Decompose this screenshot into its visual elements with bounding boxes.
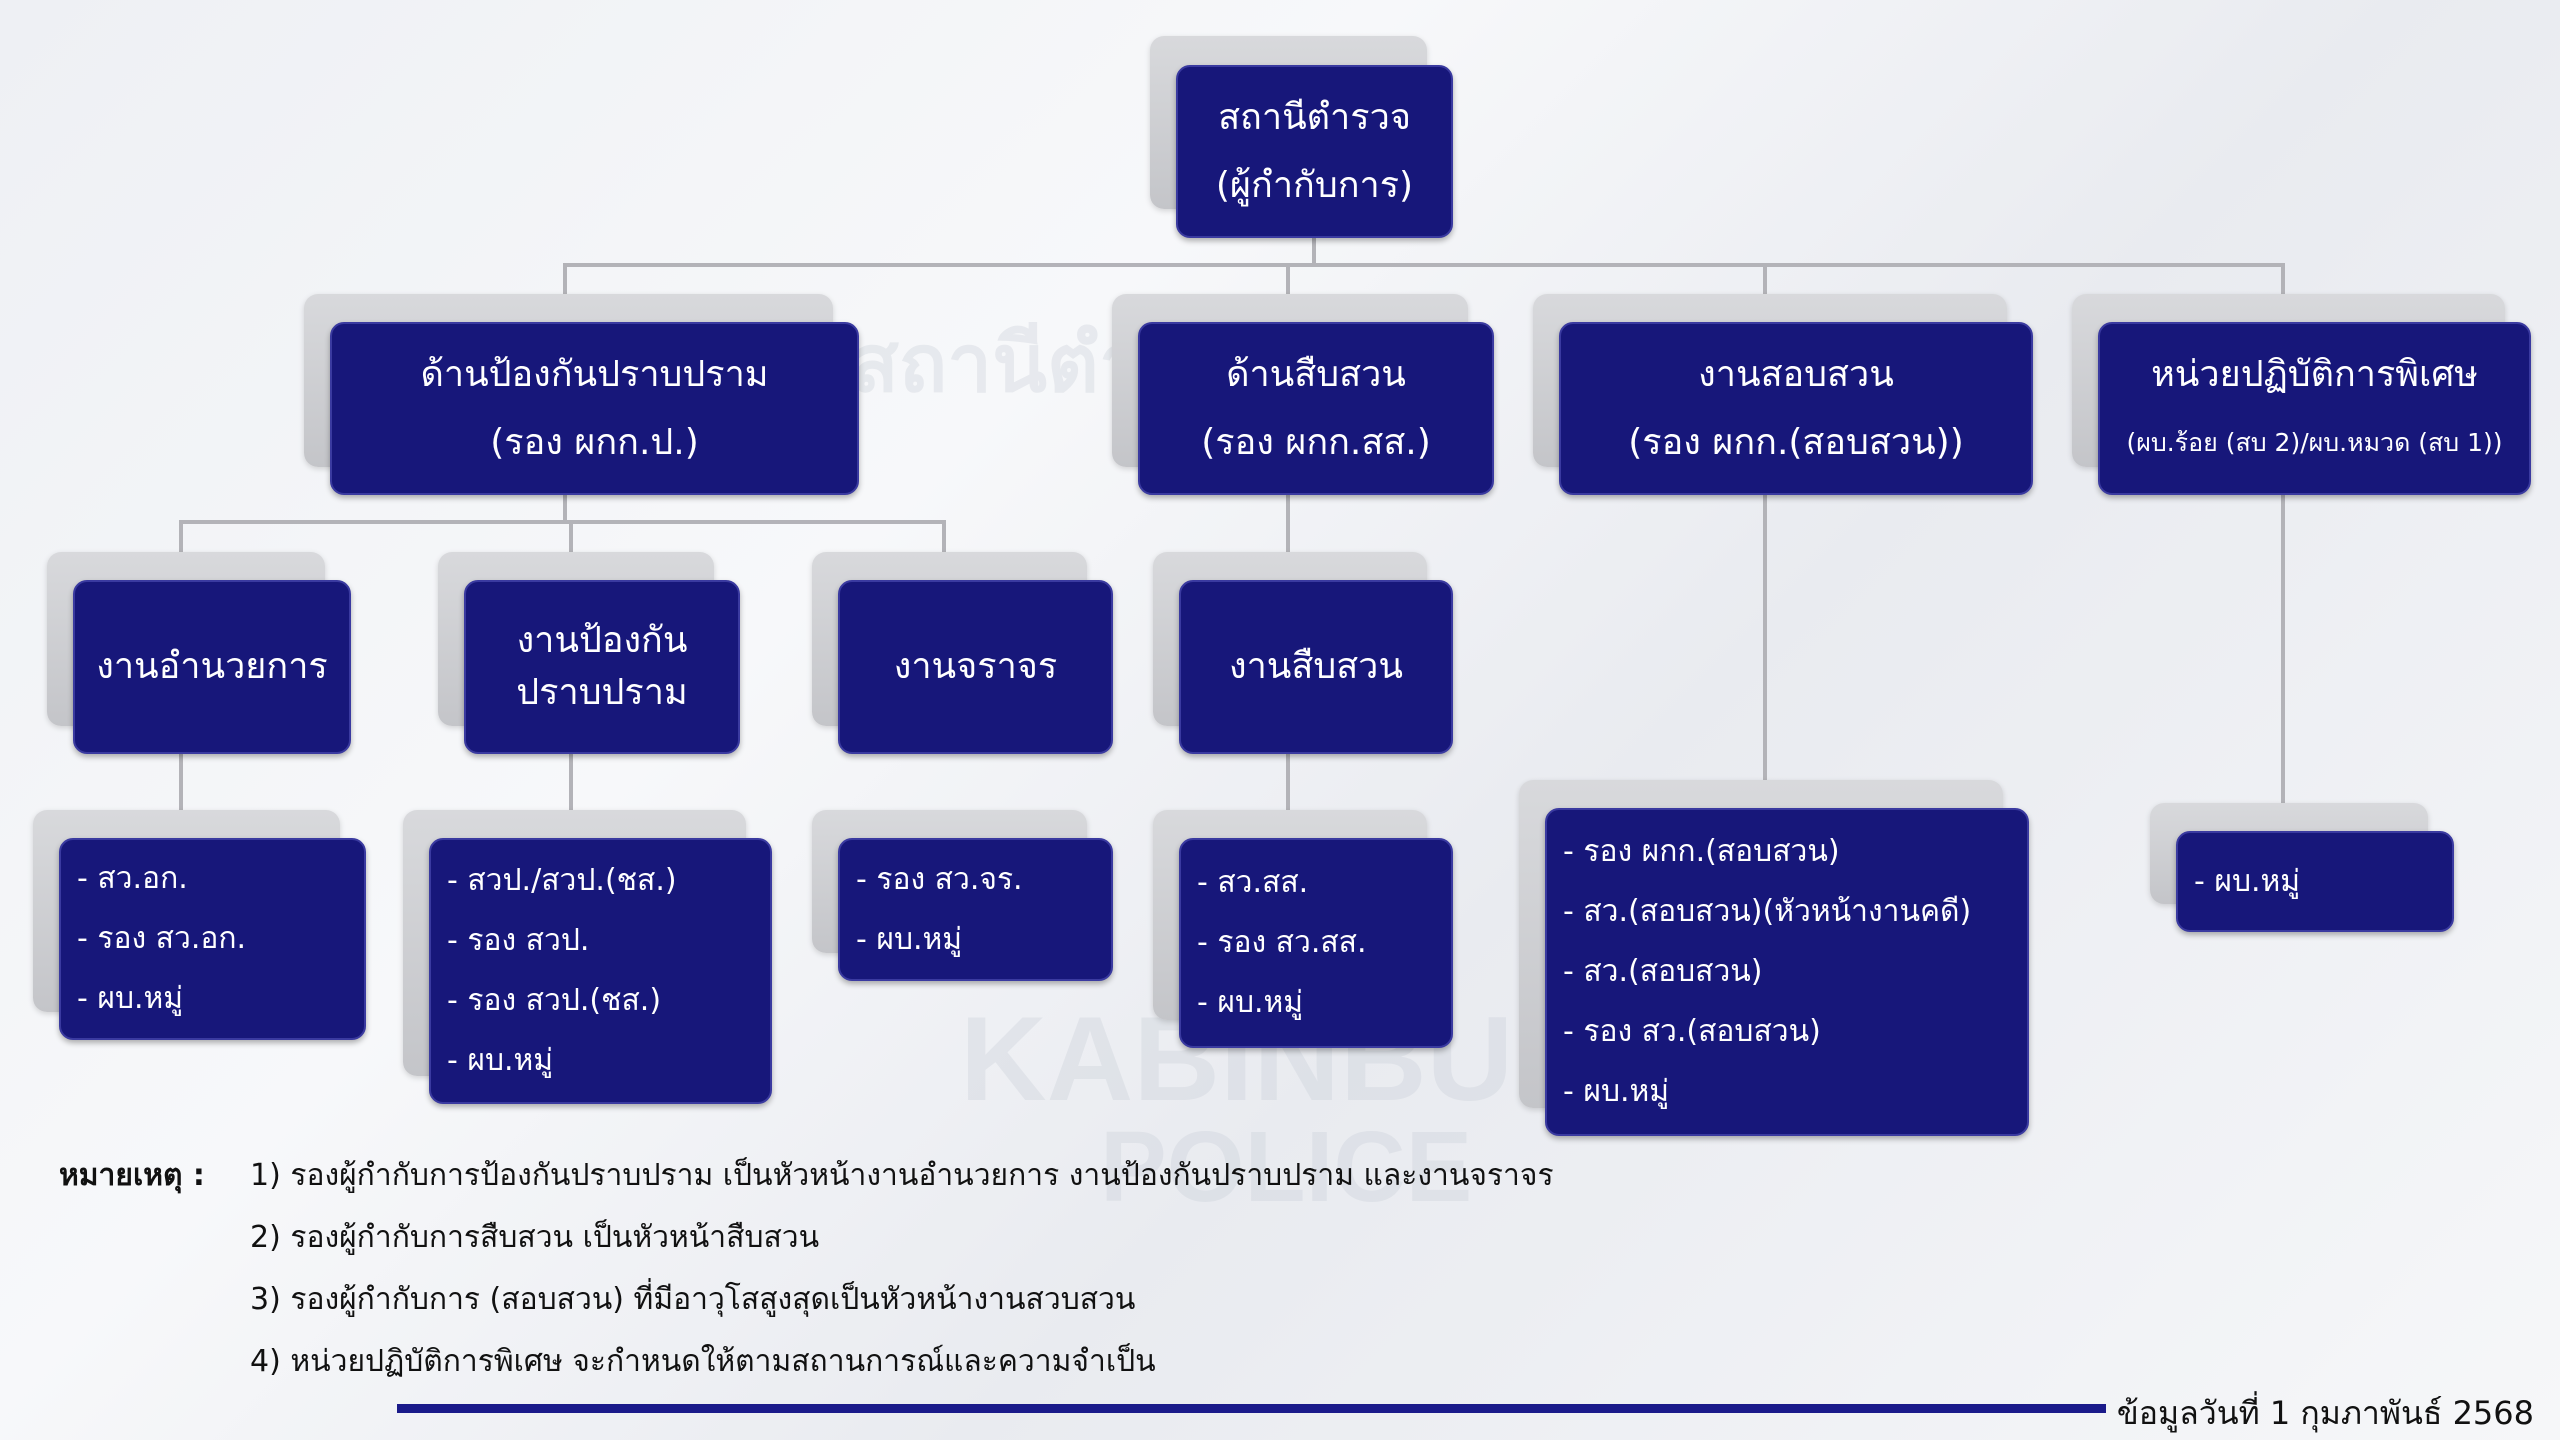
notes-label: หมายเหตุ : bbox=[59, 1158, 205, 1193]
node-subtitle: (รอง ผกก.ป.) bbox=[490, 421, 699, 463]
list-item: - สว.(สอบสวน) bbox=[1563, 954, 1763, 989]
node-title: สถานีตำรวจ bbox=[1218, 96, 1411, 138]
list-item: - ผบ.หมู่ bbox=[1197, 985, 1304, 1020]
list-item: - รอง สว.อก. bbox=[77, 921, 247, 956]
node-crime-prevention: งานป้องกันปราบปราม bbox=[464, 580, 740, 754]
node-subtitle: (รอง ผกก.(สอบสวน)) bbox=[1628, 421, 1964, 463]
node-subtitle: (ผู้กำกับการ) bbox=[1215, 164, 1414, 206]
note-item: 3) รองผู้กำกับการ (สอบสวน) ที่มีอาวุโสสู… bbox=[250, 1282, 1136, 1317]
note-item: 2) รองผู้กำกับการสืบสวน เป็นหัวหน้าสืบสว… bbox=[250, 1220, 820, 1255]
node-title: ด้านป้องกันปราบปราม bbox=[420, 353, 769, 395]
list-item: - ผบ.หมู่ bbox=[2194, 863, 2301, 899]
node-police-station: สถานีตำรวจ (ผู้กำกับการ) bbox=[1176, 65, 1453, 238]
watermark-text-2: POLICE bbox=[1100, 1111, 1473, 1223]
list-special-ops: - ผบ.หมู่ bbox=[2176, 831, 2454, 932]
node-title: ด้านสืบสวน bbox=[1226, 353, 1406, 395]
list-item: - สว.อก. bbox=[77, 861, 188, 896]
node-investigation: ด้านสืบสวน (รอง ผกก.สส.) bbox=[1138, 322, 1494, 495]
node-title: งานอำนวยการ bbox=[96, 646, 328, 687]
node-title: งานจราจร bbox=[893, 646, 1058, 687]
list-crime-prevention: - สวป./สวป.(ชส.) - รอง สวป. - รอง สวป.(ชส.… bbox=[429, 838, 772, 1104]
list-item: - สว.(สอบสวน)(หัวหน้างานคดี) bbox=[1563, 894, 1972, 929]
node-investigation-unit: งานสืบสวน bbox=[1179, 580, 1453, 754]
list-admin: - สว.อก. - รอง สว.อก. - ผบ.หมู่ bbox=[59, 838, 366, 1040]
list-inquiry: - รอง ผกก.(สอบสวน) - สว.(สอบสวน)(หัวหน้าง… bbox=[1545, 808, 2029, 1136]
node-title: งานสอบสวน bbox=[1698, 353, 1894, 395]
list-item: - รอง สว.จร. bbox=[856, 861, 1023, 897]
node-subtitle: (รอง ผกก.สส.) bbox=[1201, 421, 1431, 463]
node-special-ops: หน่วยปฏิบัติการพิเศษ (ผบ.ร้อย (สบ 2)/ผบ.ห… bbox=[2098, 322, 2531, 495]
list-traffic: - รอง สว.จร. - ผบ.หมู่ bbox=[838, 838, 1113, 981]
footer-rule bbox=[397, 1404, 2106, 1413]
list-item: - รอง สว.(สอบสวน) bbox=[1563, 1014, 1821, 1049]
node-subtitle: (ผบ.ร้อย (สบ 2)/ผบ.หมวด (สบ 1)) bbox=[2126, 427, 2503, 457]
node-title: งานสืบสวน bbox=[1228, 646, 1404, 687]
node-title-2: ปราบปราม bbox=[516, 672, 688, 713]
list-item: - รอง สวป.(ชส.) bbox=[447, 983, 662, 1018]
list-item: - รอง สวป. bbox=[447, 923, 590, 958]
node-admin: งานอำนวยการ bbox=[73, 580, 351, 754]
node-title: หน่วยปฏิบัติการพิเศษ bbox=[2151, 353, 2478, 395]
note-item: 1) รองผู้กำกับการป้องกันปราบปราม เป็นหัว… bbox=[250, 1158, 1554, 1193]
note-item: 4) หน่วยปฏิบัติการพิเศษ จะกำหนดให้ตามสถา… bbox=[250, 1344, 1156, 1379]
list-item: - ผบ.หมู่ bbox=[856, 921, 963, 957]
list-item: - ผบ.หมู่ bbox=[447, 1043, 554, 1078]
list-item: - ผบ.หมู่ bbox=[1563, 1074, 1670, 1109]
node-inquiry: งานสอบสวน (รอง ผกก.(สอบสวน)) bbox=[1559, 322, 2033, 495]
node-title: งานป้องกัน bbox=[516, 620, 688, 661]
node-traffic: งานจราจร bbox=[838, 580, 1113, 754]
list-investigation: - สว.สส. - รอง สว.สส. - ผบ.หมู่ bbox=[1179, 838, 1453, 1048]
footer-date: ข้อมูลวันที่ 1 กุมภาพันธ์ 2568 bbox=[2116, 1394, 2534, 1432]
list-item: - รอง ผกก.(สอบสวน) bbox=[1563, 834, 1840, 869]
list-item: - สวป./สวป.(ชส.) bbox=[447, 863, 677, 898]
list-item: - ผบ.หมู่ bbox=[77, 981, 184, 1016]
list-item: - สว.สส. bbox=[1197, 865, 1309, 900]
node-prevention: ด้านป้องกันปราบปราม (รอง ผกก.ป.) bbox=[330, 322, 859, 495]
list-item: - รอง สว.สส. bbox=[1197, 925, 1367, 960]
